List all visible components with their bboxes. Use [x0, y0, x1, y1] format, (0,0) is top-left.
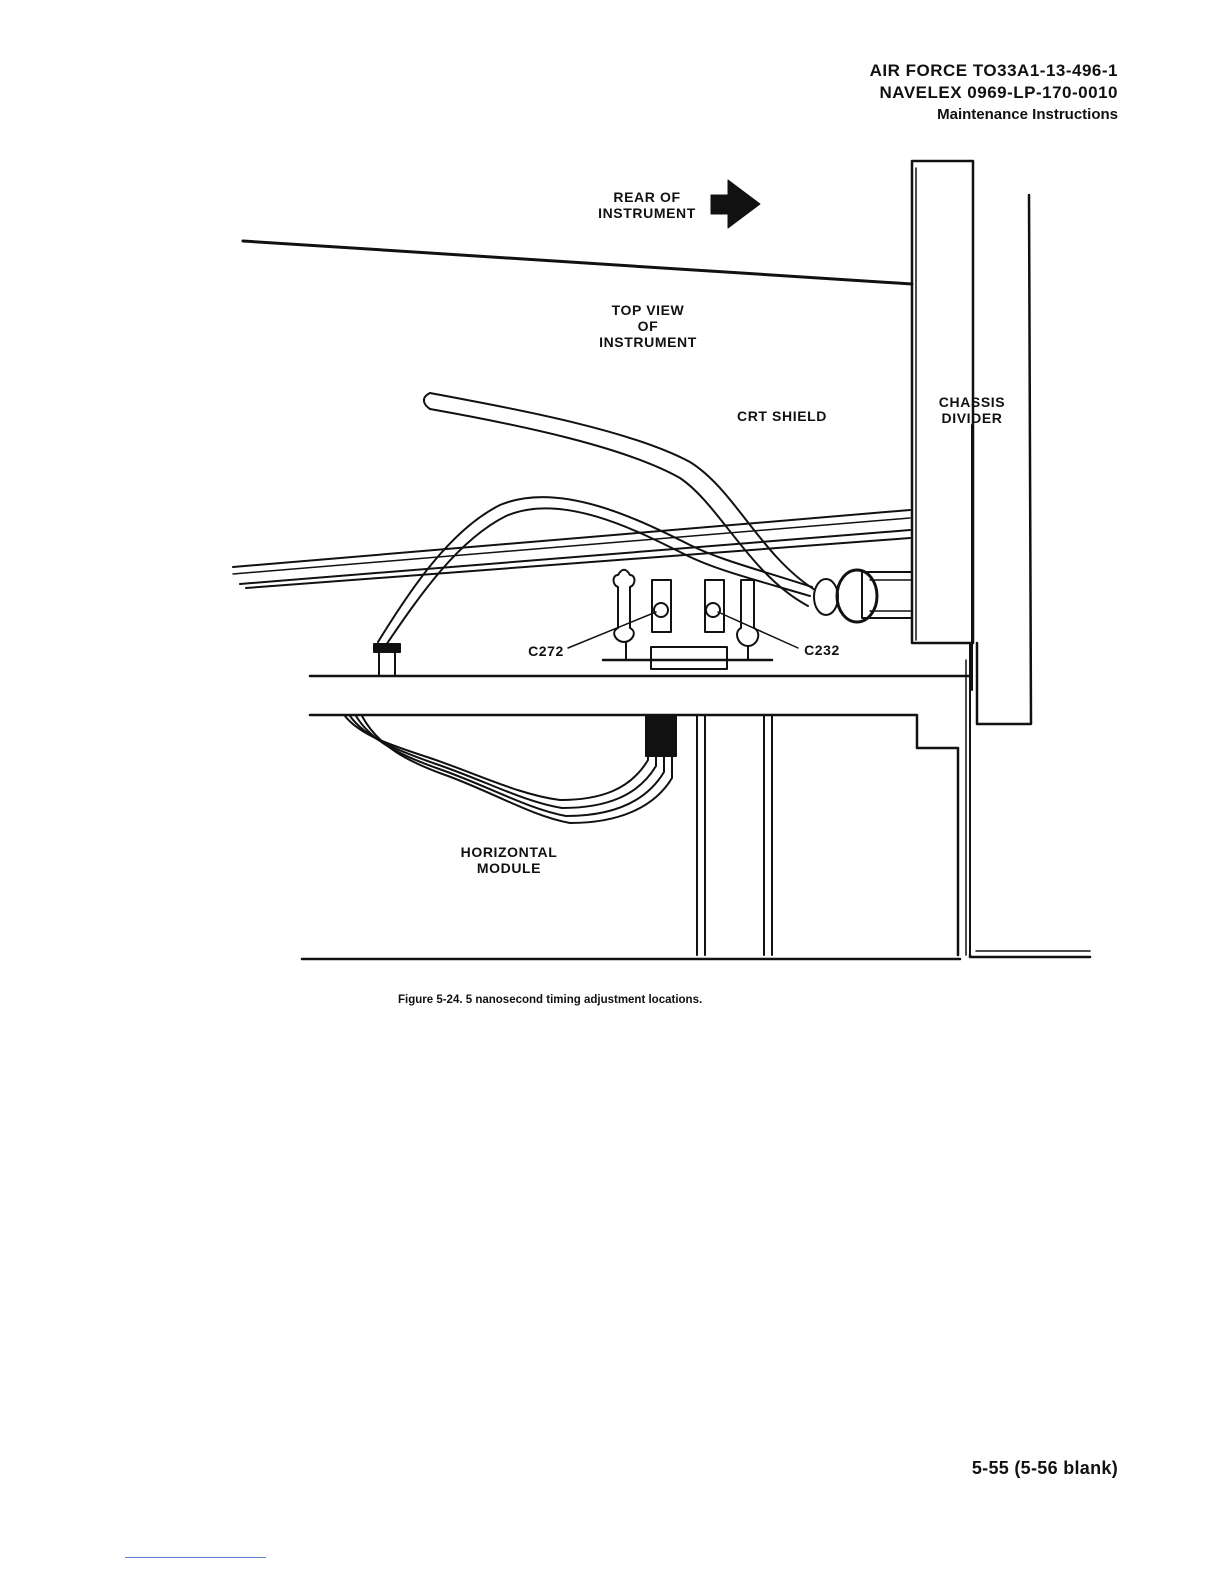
- c232-leader: [718, 612, 798, 648]
- resistor-body: [651, 647, 727, 669]
- harness-wire-3: [356, 716, 664, 816]
- label-horizontal-line2: MODULE: [477, 860, 541, 876]
- instrument-top-edge: [243, 241, 912, 284]
- label-top-view-line1: TOP VIEW: [612, 302, 685, 318]
- harness-wire-4: [362, 716, 672, 823]
- label-chassis-line2: DIVIDER: [942, 410, 1003, 426]
- c272-leader: [568, 612, 656, 648]
- page-number: 5-55 (5-56 blank): [972, 1458, 1118, 1479]
- label-rear-line2: INSTRUMENT: [598, 205, 696, 221]
- figure-diagram: REAR OF INSTRUMENT TOP VIEW OF INSTRUMEN…: [0, 0, 1224, 1000]
- label-horizontal-line1: HORIZONTAL: [461, 844, 558, 860]
- label-crt-shield: CRT SHIELD: [737, 408, 827, 424]
- c232-adjust-slot: [706, 603, 720, 617]
- back-wall: [977, 195, 1031, 724]
- left-post: [379, 652, 395, 676]
- label-top-view-line3: INSTRUMENT: [599, 334, 697, 350]
- c272-adjust-slot: [654, 603, 668, 617]
- bottom-right-foot: [970, 955, 1090, 957]
- harness-connector: [646, 716, 676, 756]
- connector-ring-2: [837, 570, 877, 622]
- label-top-view-line2: OF: [638, 318, 659, 334]
- cylinder-left: [614, 570, 635, 642]
- figure-caption: Figure 5-24. 5 nanosecond timing adjustm…: [398, 994, 702, 1006]
- coax-cable-outer-b: [430, 409, 808, 606]
- label-rear-line1: REAR OF: [613, 189, 680, 205]
- rear-arrow-icon: [711, 180, 760, 228]
- coax-cable-end-cap: [424, 393, 430, 409]
- cylinder-right: [737, 580, 758, 646]
- footer-rule: [125, 1557, 266, 1558]
- label-c232: C232: [804, 642, 840, 658]
- label-chassis-line1: CHASSIS: [939, 394, 1005, 410]
- label-c272: C272: [528, 643, 564, 659]
- connector-ring-1: [814, 579, 838, 615]
- left-post-cap: [374, 644, 400, 652]
